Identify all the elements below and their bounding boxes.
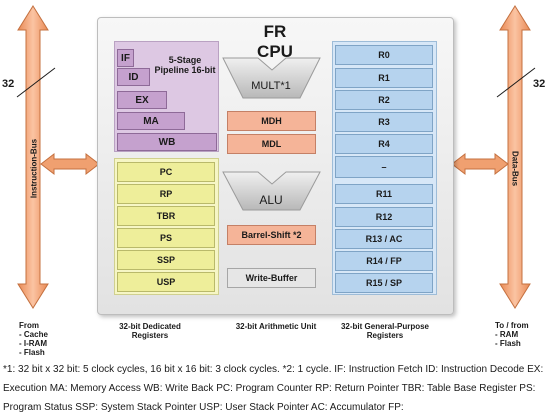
register-r2: R2 [335, 90, 433, 110]
target-flash: - Flash [495, 339, 521, 348]
to-from-title: To / from [495, 321, 529, 330]
alu-label: ALU [259, 193, 283, 207]
pipeline-stage-if: IF [117, 49, 134, 67]
arithmetic-unit-label: 32-bit Arithmetic Unit [235, 322, 317, 331]
register-r0: R0 [335, 45, 433, 65]
instruction-sources: From - Cache - I-RAM - Flash [19, 321, 48, 357]
register-r14-fp: R14 / FP [335, 251, 433, 271]
register-ssp: SSP [117, 250, 215, 270]
data-targets: To / from - RAM - Flash [495, 321, 529, 348]
footnote: *1: 32 bit x 32 bit: 5 clock cycles, 16 … [3, 364, 544, 413]
data-bus-width: 32 [533, 78, 546, 90]
register-r11: R11 [335, 184, 433, 204]
alu-shape [222, 171, 321, 211]
source-flash: - Flash [19, 348, 45, 357]
pipeline-stage-ma: MA [117, 112, 185, 130]
multiplier-shape [222, 57, 321, 99]
register-tbr: TBR [117, 206, 215, 226]
target-ram: - RAM [495, 330, 519, 339]
register-ellipsis: – [335, 156, 433, 178]
register-r13-ac: R13 / AC [335, 229, 433, 249]
register-r12: R12 [335, 207, 433, 227]
register-usp: USP [117, 272, 215, 292]
instruction-bus-width: 32 [2, 78, 15, 90]
right-connector-arrow [451, 152, 509, 176]
write-buffer: Write-Buffer [227, 268, 316, 288]
cpu-title: FR CPU [257, 22, 293, 61]
pipeline-stage-wb: WB [117, 133, 217, 151]
source-iram: - I-RAM [19, 339, 47, 348]
multiplier-label: MULT*1 [251, 80, 291, 92]
pipeline-stage-ex: EX [117, 91, 167, 109]
pipeline-stage-id: ID [117, 68, 150, 86]
source-cache: - Cache [19, 330, 48, 339]
register-r3: R3 [335, 112, 433, 132]
data-bus-arrow [499, 5, 531, 309]
register-ps: PS [117, 228, 215, 248]
register-r15-sp: R15 / SP [335, 273, 433, 293]
register-r1: R1 [335, 68, 433, 88]
instruction-bus-arrow [17, 5, 49, 309]
register-mdl: MDL [227, 134, 316, 154]
general-registers-label: 32-bit General-Purpose Registers [340, 322, 430, 340]
dedicated-registers-label: 32-bit Dedicated Registers [119, 322, 181, 340]
barrel-shifter: Barrel-Shift *2 [227, 225, 316, 245]
register-r4: R4 [335, 134, 433, 154]
register-mdh: MDH [227, 111, 316, 131]
from-title: From [19, 321, 39, 330]
register-rp: RP [117, 184, 215, 204]
register-pc: PC [117, 162, 215, 182]
pipeline-label: 5-Stage Pipeline 16-bit [154, 55, 216, 75]
